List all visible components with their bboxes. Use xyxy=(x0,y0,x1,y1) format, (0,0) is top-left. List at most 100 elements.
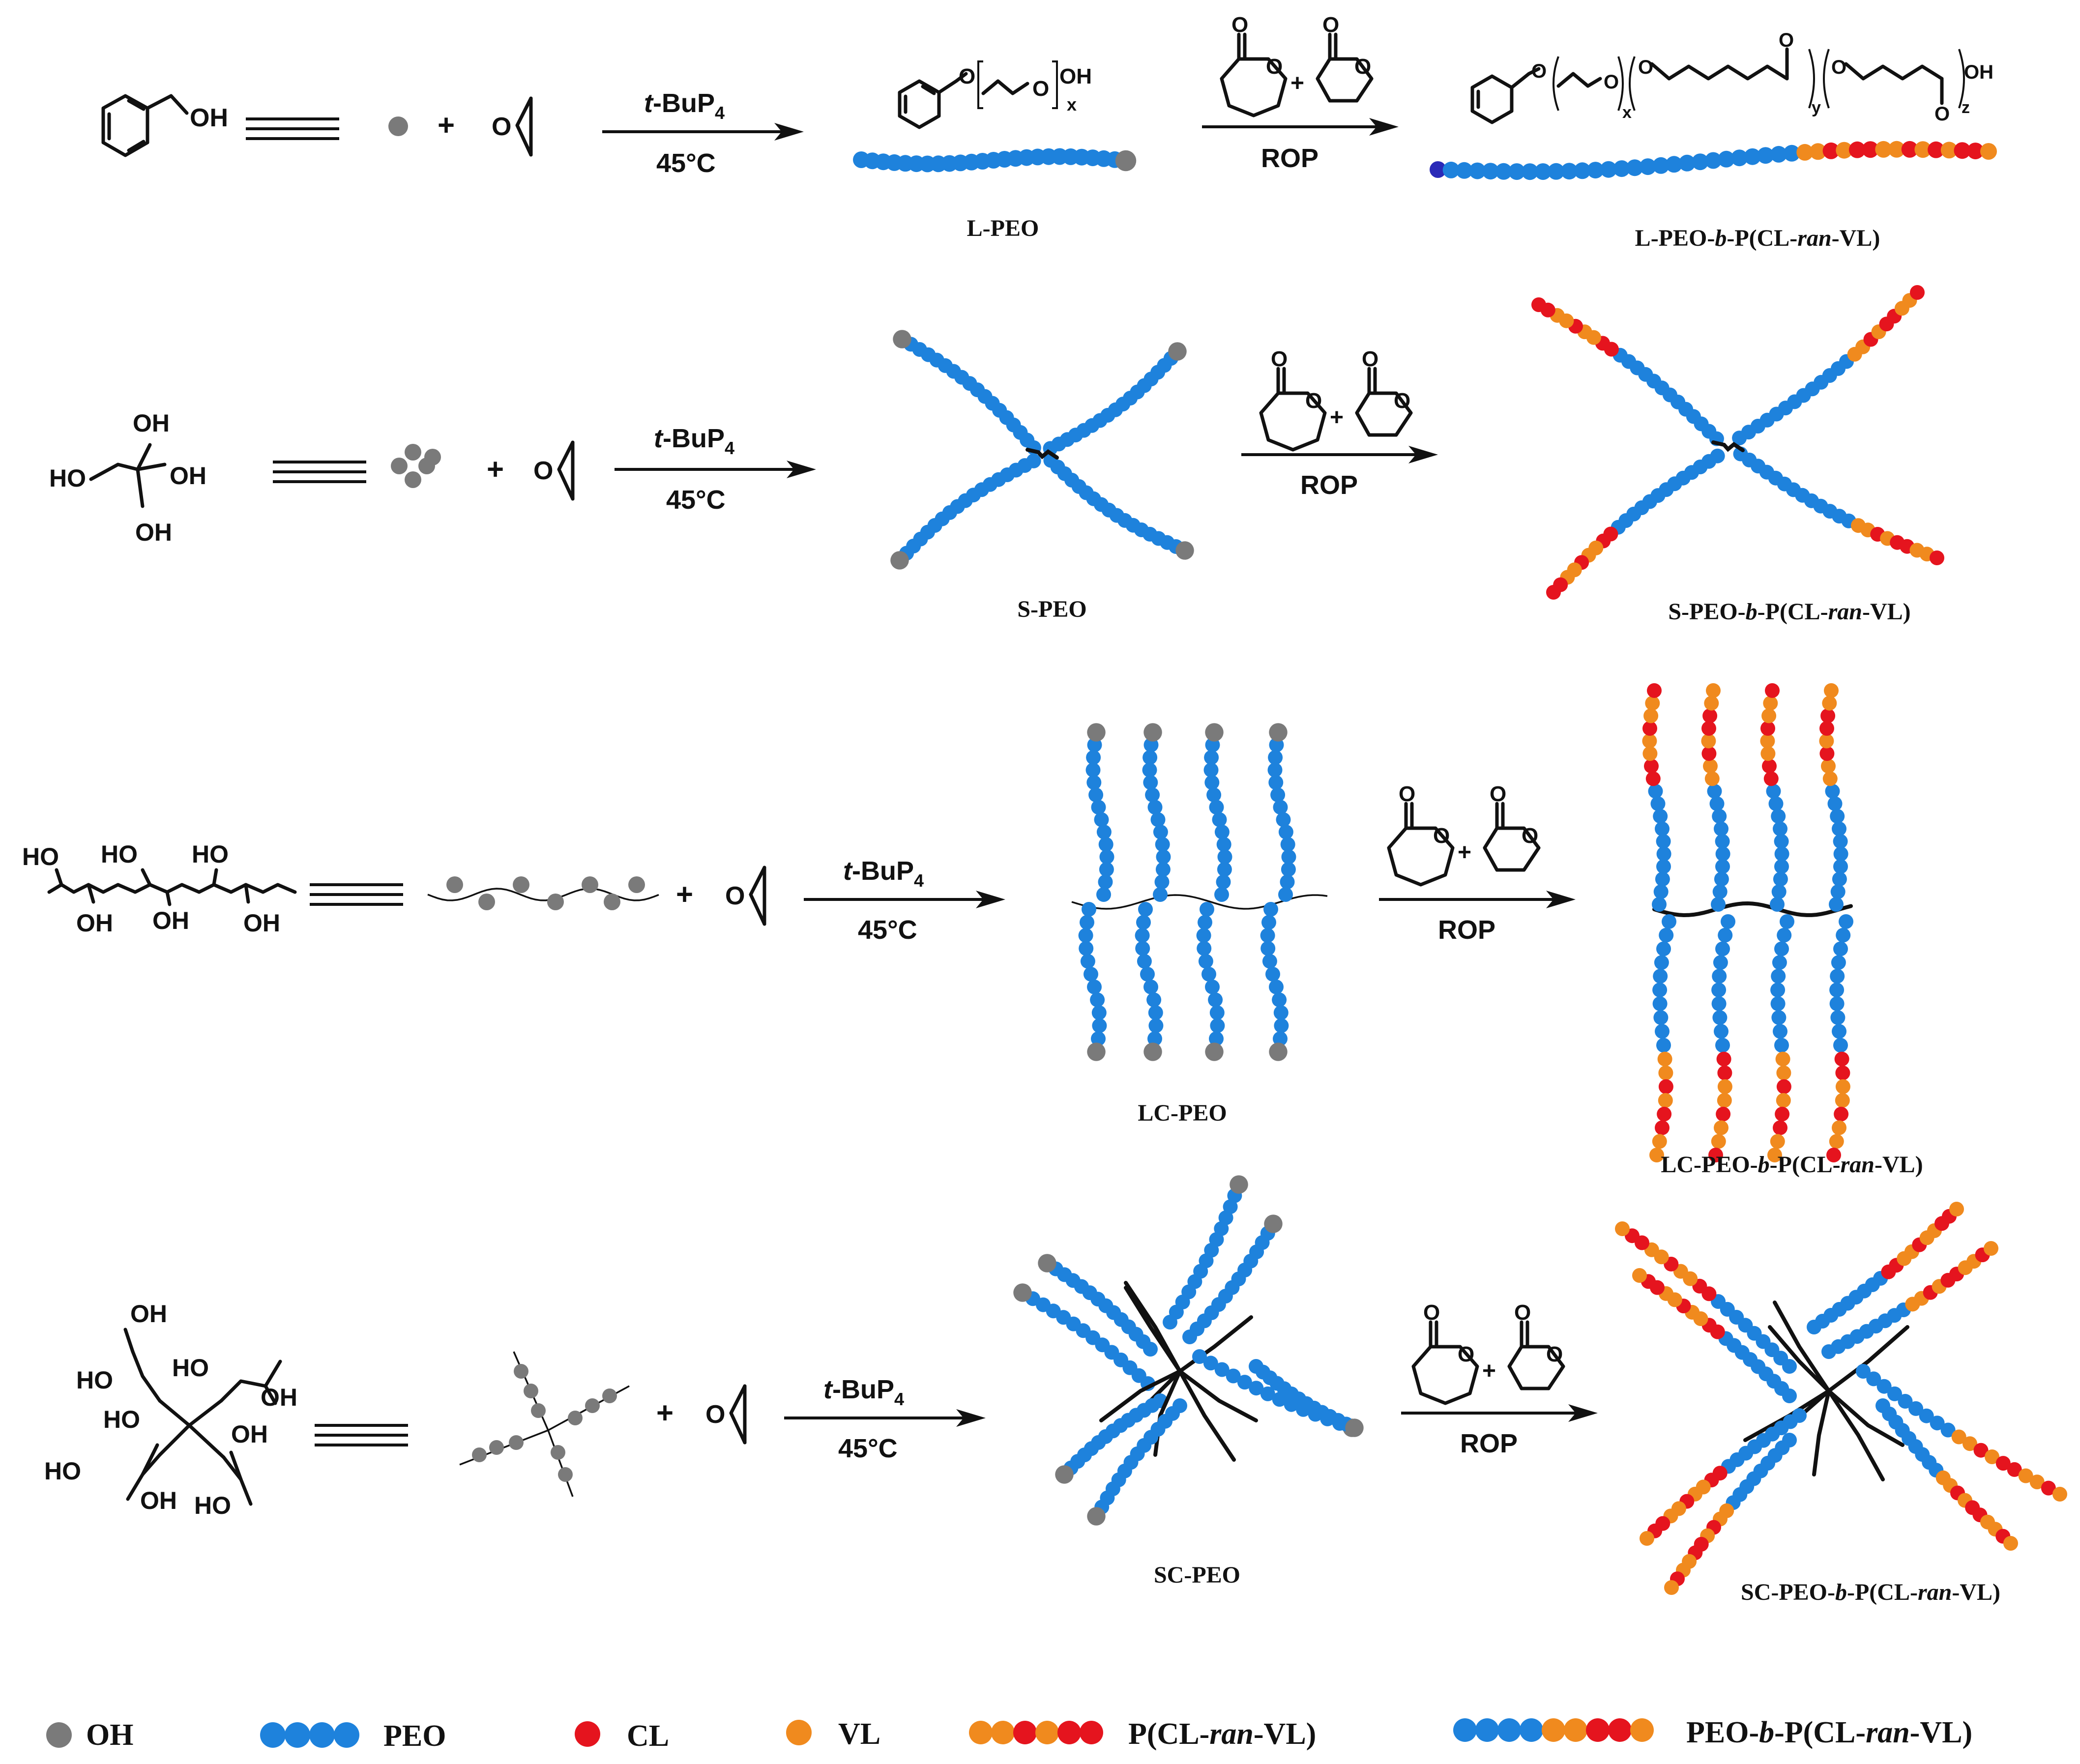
peo-bead xyxy=(1712,809,1727,824)
peo-bead xyxy=(1783,145,1800,162)
cl-bead xyxy=(1645,771,1661,786)
peo-bead xyxy=(1261,915,1276,930)
peo-bead xyxy=(1078,928,1093,943)
vl-bead xyxy=(1829,1134,1844,1149)
cl-bead xyxy=(1930,550,1944,565)
peo-bead xyxy=(1267,762,1283,778)
peo-bead xyxy=(1705,152,1722,169)
legend-item-oh: OH xyxy=(46,1718,133,1752)
cl-bead xyxy=(1928,141,1945,158)
legend-item-peo: PEO xyxy=(260,1719,446,1753)
vl-bead xyxy=(1701,733,1716,749)
row-star-comb: OH HO HO OH HO OH HO OH HO + O t-BuP4 45… xyxy=(44,1175,2067,1605)
oh-bead xyxy=(1205,1042,1224,1061)
vl-bead xyxy=(1703,758,1718,774)
cl-bead xyxy=(1701,721,1716,736)
oh-bead xyxy=(1143,1042,1162,1061)
pentaerythritol-structure: OH HO OH OH xyxy=(49,409,206,546)
svg-text:HO: HO xyxy=(103,1406,140,1433)
vl-bead xyxy=(1980,143,1997,160)
svg-text:OH: OH xyxy=(76,909,113,937)
vl-bead xyxy=(1652,1134,1667,1149)
vl-bead xyxy=(1951,1429,1966,1445)
peo-bead xyxy=(1561,163,1578,180)
peo-bead xyxy=(1713,955,1728,970)
peo-bead xyxy=(1099,849,1114,865)
peo-bead xyxy=(1650,796,1666,811)
peo-bead xyxy=(1150,812,1166,827)
peo-bead xyxy=(1774,941,1789,956)
peo-bead xyxy=(1262,954,1277,969)
peo-bead xyxy=(1659,927,1674,943)
cl-bead xyxy=(1760,721,1775,736)
peo-bead xyxy=(1143,775,1158,790)
backbone-line xyxy=(1025,448,1059,460)
peo-bead xyxy=(1827,796,1843,811)
peo-bead xyxy=(1707,783,1722,799)
sc-peo-star-comb xyxy=(1013,1175,1364,1526)
vl-bead xyxy=(1821,758,1836,774)
peo-bead xyxy=(1155,837,1170,852)
peo-bead xyxy=(1278,824,1293,839)
oh-label: OH xyxy=(190,104,228,132)
peo-bead xyxy=(1662,914,1676,929)
cl-bead xyxy=(1702,708,1718,723)
peo-bead xyxy=(1774,846,1789,862)
svg-text:x: x xyxy=(1622,103,1632,122)
peo-bead xyxy=(1712,1010,1728,1025)
oh-bead xyxy=(558,1467,573,1482)
vl-bead xyxy=(1658,1065,1673,1080)
peo-bead xyxy=(1653,809,1668,824)
oh-bead xyxy=(568,1411,583,1425)
rop-monomers-row2: O O + O O xyxy=(1259,347,1413,452)
vl-bead xyxy=(1832,1120,1846,1135)
cl-bead xyxy=(1835,1065,1850,1080)
peo-bead xyxy=(1770,996,1786,1012)
oh-bead xyxy=(1205,723,1224,742)
peo-bead xyxy=(1495,163,1512,180)
plus-sign: + xyxy=(656,1396,674,1429)
peo-bead xyxy=(1766,783,1781,799)
peo-bead xyxy=(1744,148,1761,165)
peo-bead xyxy=(1203,1356,1218,1371)
peo-bead xyxy=(1654,955,1669,970)
vl-bead xyxy=(1822,695,1837,711)
peo-bead xyxy=(1652,157,1670,174)
peo-bead xyxy=(1656,846,1671,862)
peo-bead xyxy=(1574,162,1591,179)
oh-bead xyxy=(1038,1254,1056,1272)
vl-bead xyxy=(1775,1051,1790,1067)
vl-bead xyxy=(1564,1718,1587,1742)
product-label-sc-peo: SC-PEO xyxy=(1154,1562,1240,1588)
peo-bead xyxy=(1273,800,1288,815)
peo-bead xyxy=(1096,824,1112,839)
peo-bead xyxy=(1715,846,1730,862)
peo-bead xyxy=(1469,162,1486,179)
linear-comb-initiator-icon xyxy=(427,876,659,910)
peo-bead xyxy=(1714,1024,1728,1039)
oh-bead xyxy=(531,1403,546,1418)
peo-bead xyxy=(1200,902,1214,917)
peo-bead xyxy=(1203,762,1219,778)
peo-bead xyxy=(1156,849,1171,865)
peo-bead xyxy=(1522,163,1538,180)
peo-bead xyxy=(1829,983,1845,998)
peo-bead xyxy=(1652,996,1668,1012)
sc-peo-block-star-comb xyxy=(1615,1202,2067,1595)
backbone-line xyxy=(1827,1325,1909,1393)
peo-bead xyxy=(1772,955,1787,970)
peo-bead xyxy=(1265,967,1280,982)
peo-bead xyxy=(1099,862,1114,877)
peo-bead xyxy=(1930,1416,1945,1431)
svg-text:O: O xyxy=(1433,824,1450,848)
peo-bead xyxy=(1148,1018,1164,1033)
vl-bead xyxy=(991,1721,1015,1744)
vl-bead xyxy=(1704,695,1719,711)
cl-bead xyxy=(1701,746,1717,761)
vl-bead xyxy=(1985,1449,2000,1464)
vl-bead xyxy=(1649,1148,1664,1162)
vl-bead xyxy=(1763,695,1778,711)
oh-bead xyxy=(1230,1175,1248,1194)
peo-bead xyxy=(1715,941,1730,956)
